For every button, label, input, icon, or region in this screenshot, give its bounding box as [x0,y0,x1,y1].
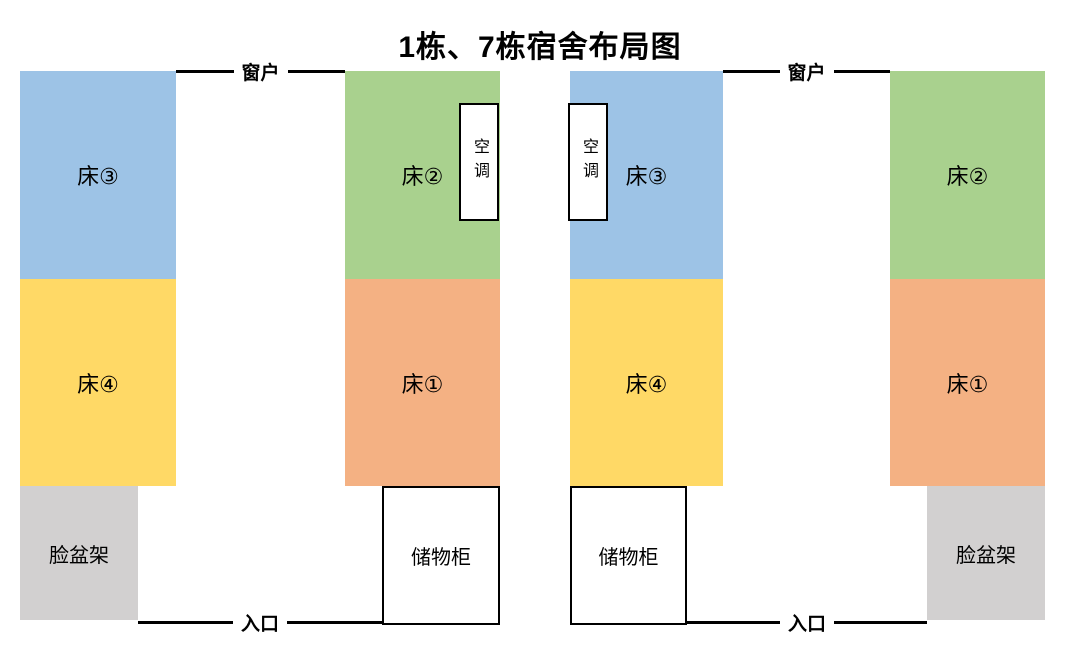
room2-bed4: 床④ [570,279,723,486]
room2-entrance: 入口 [687,609,928,635]
room1-air-conditioner-label: 空调 [471,138,488,186]
room2-entrance-label: 入口 [788,613,827,635]
room1-bed4: 床④ [20,279,176,486]
room2-bed2-label: 床② [946,164,989,189]
entrance-line-right [287,620,383,624]
room1-washbasin-stand-label: 脸盆架 [49,544,109,567]
room2-washbasin-stand-label: 脸盆架 [956,544,1016,567]
room1-air-conditioner: 空调 [459,103,499,221]
window-line-left [723,69,780,73]
room2-storage-cabinet-label: 储物柜 [598,547,659,569]
room1-bed3: 床③ [20,71,176,279]
room1-bed3-label: 床③ [77,164,119,189]
entrance-line-right [834,620,928,624]
room1-bed1-label: 床① [401,371,444,397]
room1-bed4-label: 床④ [77,371,119,397]
room1-bed1: 床① [345,279,500,486]
room2-storage-cabinet: 储物柜 [570,486,687,625]
window-line-right [287,69,346,73]
room2-bed4-label: 床④ [625,371,668,397]
room1-bed2-label: 床② [401,164,444,189]
entrance-line-left [687,620,780,624]
room2-washbasin-stand: 脸盆架 [927,486,1045,620]
room1-storage-cabinet: 储物柜 [382,486,500,625]
room2-window: 窗户 [723,58,891,84]
diagram-title: 1栋、7栋宿舍布局图 [398,31,682,64]
room1-entrance-label: 入口 [241,613,280,635]
room1-washbasin-stand: 脸盆架 [20,486,138,620]
window-line-left [176,69,234,73]
room2-air-conditioner: 空调 [568,103,608,221]
room1-entrance: 入口 [138,609,383,635]
room1-window-label: 窗户 [241,62,280,84]
room2-window-label: 窗户 [787,62,826,84]
entrance-line-left [138,620,233,624]
room2-air-conditioner-label: 空调 [580,138,597,186]
room2-bed2: 床② [890,71,1045,279]
window-line-right [833,69,891,73]
room1-window: 窗户 [176,58,346,84]
room1-storage-cabinet-label: 储物柜 [411,547,471,569]
room2-bed1-label: 床① [946,371,989,397]
room2-bed3-label: 床③ [625,164,668,189]
room2-bed1: 床① [890,279,1045,486]
